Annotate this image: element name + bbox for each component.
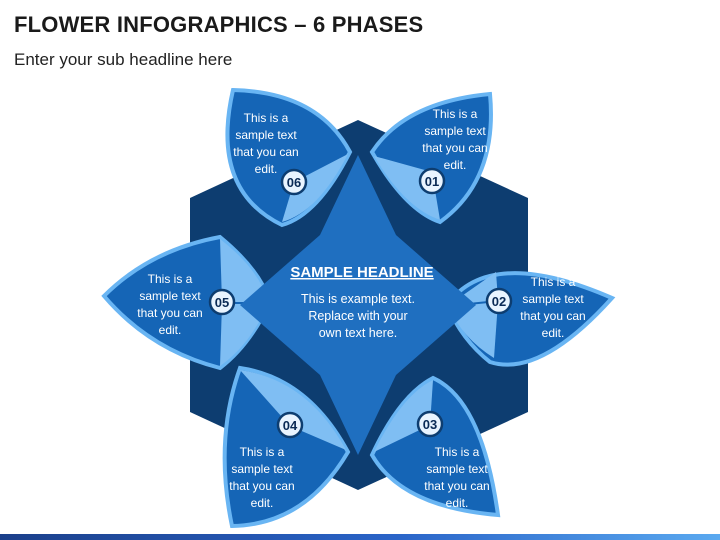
petal-03: [369, 375, 501, 518]
phase-01-number: 01: [425, 174, 439, 189]
center-body-line-2: Replace with your: [308, 309, 407, 323]
phase-04: 04 This is a sample text that you can ed…: [229, 411, 304, 510]
phase-05-text-line-4: edit.: [159, 323, 182, 337]
phase-01-text-line-4: edit.: [444, 158, 467, 172]
phase-01-badge: [418, 167, 446, 195]
phase-02-text-line-1: This is a: [531, 275, 576, 289]
phase-06-text-line-4: edit.: [255, 162, 278, 176]
phase-04-badge: [276, 411, 304, 439]
bottom-accent-bar: [0, 534, 720, 540]
phase-02-number: 02: [492, 294, 506, 309]
petal-06: [225, 87, 353, 228]
phase-06-number: 06: [287, 175, 301, 190]
phase-06-text-line-1: This is a: [244, 111, 289, 125]
petal-04: [222, 365, 351, 529]
center-headline: SAMPLE HEADLINE: [290, 264, 433, 281]
petal-05: [101, 234, 273, 371]
phase-06-badge: [280, 168, 308, 196]
center-body-line-3: own text here.: [319, 326, 398, 340]
phase-05-number: 05: [215, 295, 229, 310]
phase-03-number: 03: [423, 417, 437, 432]
page-subtitle: Enter your sub headline here: [14, 50, 233, 69]
phase-05-text-line-1: This is a: [148, 272, 193, 286]
phase-03-text-line-2: sample text: [426, 462, 488, 476]
phase-02-text-line-3: that you can: [520, 309, 585, 323]
phase-05-text-line-2: sample text: [139, 289, 201, 303]
phase-02-badge: [485, 287, 513, 315]
phase-03-text-line-3: that you can: [424, 479, 489, 493]
phase-05-text-line-3: that you can: [137, 306, 202, 320]
center-body-line-1: This is example text.: [301, 292, 415, 306]
phase-05: This is a sample text that you can edit.…: [137, 272, 236, 337]
phase-06-text-line-2: sample text: [235, 128, 297, 142]
phase-03-text-line-4: edit.: [446, 496, 469, 510]
phase-04-number: 04: [283, 418, 298, 433]
phase-03: 03 This is a sample text that you can ed…: [416, 410, 490, 510]
phase-04-text-line-1: This is a: [240, 445, 285, 459]
phase-01-text-line-2: sample text: [424, 124, 486, 138]
phase-02-text-line-4: edit.: [542, 326, 565, 340]
phase-01-text-line-1: This is a: [433, 107, 478, 121]
phase-05-badge: [208, 288, 236, 316]
page-title: FLOWER INFOGRAPHICS – 6 PHASES: [14, 12, 424, 37]
phase-01: This is a sample text that you can edit.…: [418, 107, 488, 195]
phase-04-text-line-2: sample text: [231, 462, 293, 476]
phase-02-text-line-2: sample text: [522, 292, 584, 306]
phase-04-text-line-3: that you can: [229, 479, 294, 493]
phase-06-text-line-3: that you can: [233, 145, 298, 159]
phase-03-text-line-1: This is a: [435, 445, 480, 459]
phase-06: This is a sample text that you can edit.…: [233, 111, 308, 196]
phase-01-text-line-3: that you can: [422, 141, 487, 155]
phase-02: This is a sample text that you can edit.…: [485, 275, 586, 340]
phase-04-text-line-4: edit.: [251, 496, 274, 510]
center-star: [240, 155, 476, 455]
phase-03-badge: [416, 410, 444, 438]
